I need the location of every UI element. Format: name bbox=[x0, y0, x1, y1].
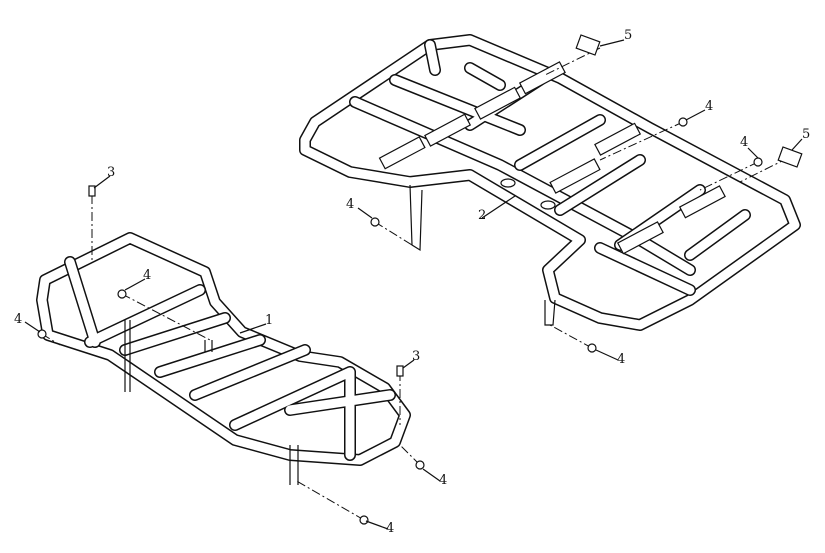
callout-3-front-right: 3 bbox=[412, 349, 421, 364]
leader-lines bbox=[24, 39, 803, 530]
callout-4-front-right: 4 bbox=[439, 473, 448, 488]
callout-4-rear-far: 4 bbox=[740, 135, 749, 150]
callout-4-rear-left: 4 bbox=[346, 197, 355, 212]
front-rack bbox=[36, 232, 411, 485]
callout-4-front-bottom: 4 bbox=[386, 521, 395, 536]
callout-2-rear-rack: 2 bbox=[478, 208, 487, 223]
callout-3-front-left: 3 bbox=[107, 165, 116, 180]
callout-4-front-left: 4 bbox=[14, 312, 23, 327]
rear-rack bbox=[299, 34, 801, 331]
callout-5-right: 5 bbox=[802, 127, 811, 142]
callout-1-front-rack: 1 bbox=[265, 313, 274, 328]
callout-4-front-inner: 4 bbox=[143, 268, 152, 283]
fasteners bbox=[37, 34, 803, 525]
callout-4-rear-right: 4 bbox=[705, 99, 714, 114]
callout-4-rear-bottom: 4 bbox=[617, 352, 626, 367]
callout-5-top: 5 bbox=[624, 28, 633, 43]
